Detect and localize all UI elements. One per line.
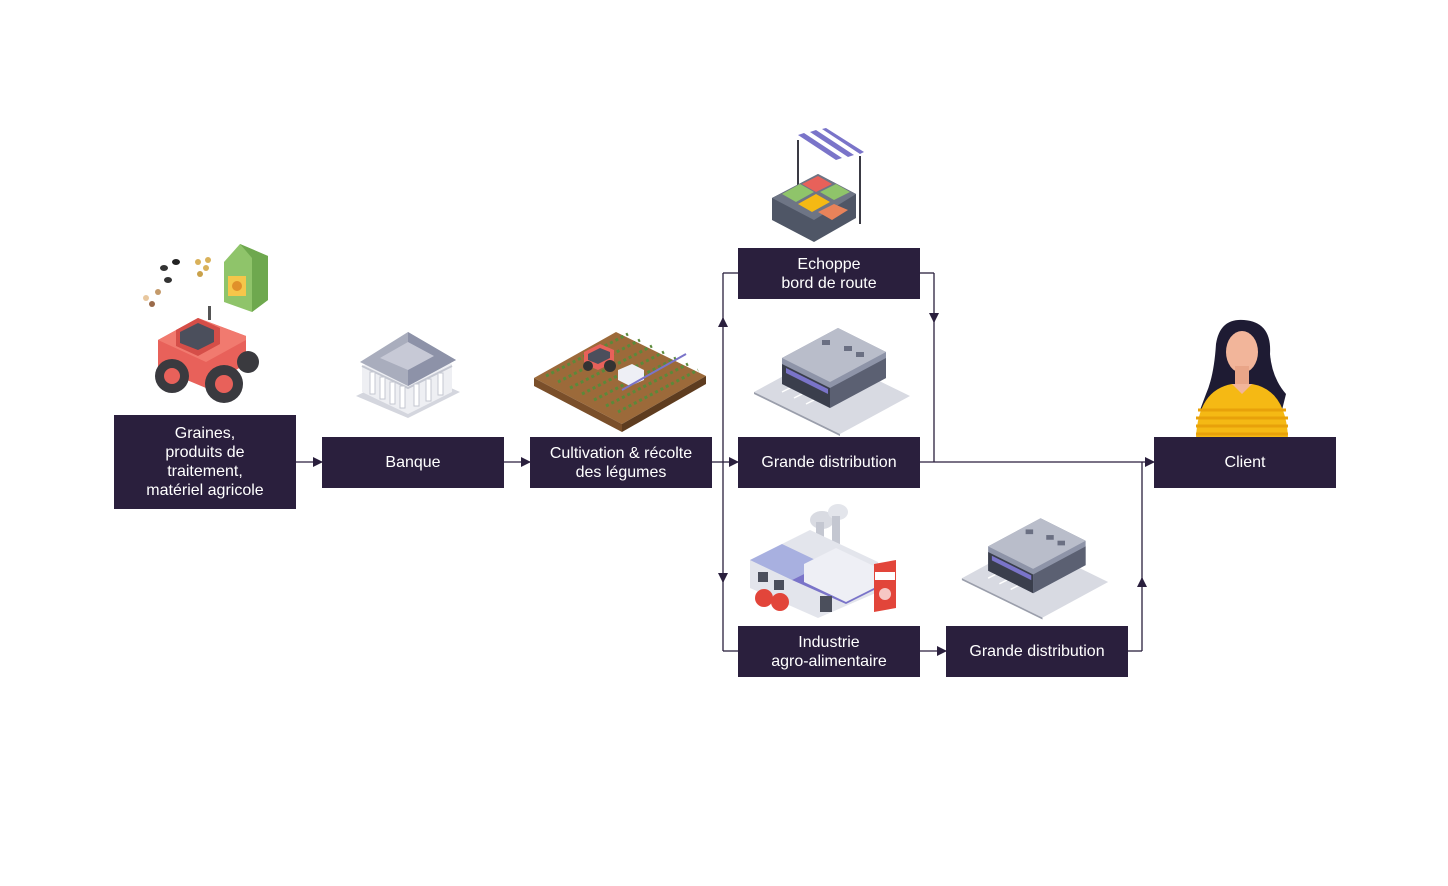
node-inputs-line: matériel agricole (146, 482, 264, 499)
field-tractor-icon (534, 332, 706, 432)
node-client: Client (1154, 437, 1336, 488)
node-client-label: Client (1224, 454, 1266, 471)
node-industry-line: Industrie (798, 633, 860, 651)
node-bank-label: Banque (385, 454, 441, 471)
node-inputs-line: traitement, (167, 463, 243, 480)
node-roadside: Echoppe bord de route (738, 248, 920, 299)
food-factory-icon (750, 504, 896, 618)
node-roadside-line: bord de route (781, 274, 877, 292)
tractor-seeds-icon (143, 244, 268, 403)
node-retail-indirect: Grande distribution (946, 626, 1128, 677)
node-retail-direct: Grande distribution (738, 437, 920, 488)
node-bank: Banque (322, 437, 504, 488)
node-farming: Cultivation & récolte des légumes (530, 437, 712, 488)
node-retail-indirect-label: Grande distribution (969, 643, 1105, 660)
node-industry: Industrie agro-alimentaire (738, 626, 920, 677)
woman-avatar-icon (1196, 319, 1288, 438)
node-farming-line: des légumes (575, 463, 667, 481)
supermarket-icon (961, 518, 1109, 620)
node-industry-line: agro-alimentaire (771, 652, 887, 670)
node-inputs: Graines, produits de traitement, matérie… (114, 415, 296, 509)
market-stall-icon (772, 128, 864, 242)
node-farming-line: Cultivation & récolte (549, 444, 693, 462)
supermarket-icon (754, 328, 910, 436)
bank-building-icon (356, 332, 460, 418)
node-retail-direct-label: Grande distribution (761, 454, 897, 471)
node-inputs-line: Graines, (174, 425, 236, 442)
node-inputs-line: produits de (165, 444, 245, 461)
node-roadside-line: Echoppe (797, 255, 861, 273)
